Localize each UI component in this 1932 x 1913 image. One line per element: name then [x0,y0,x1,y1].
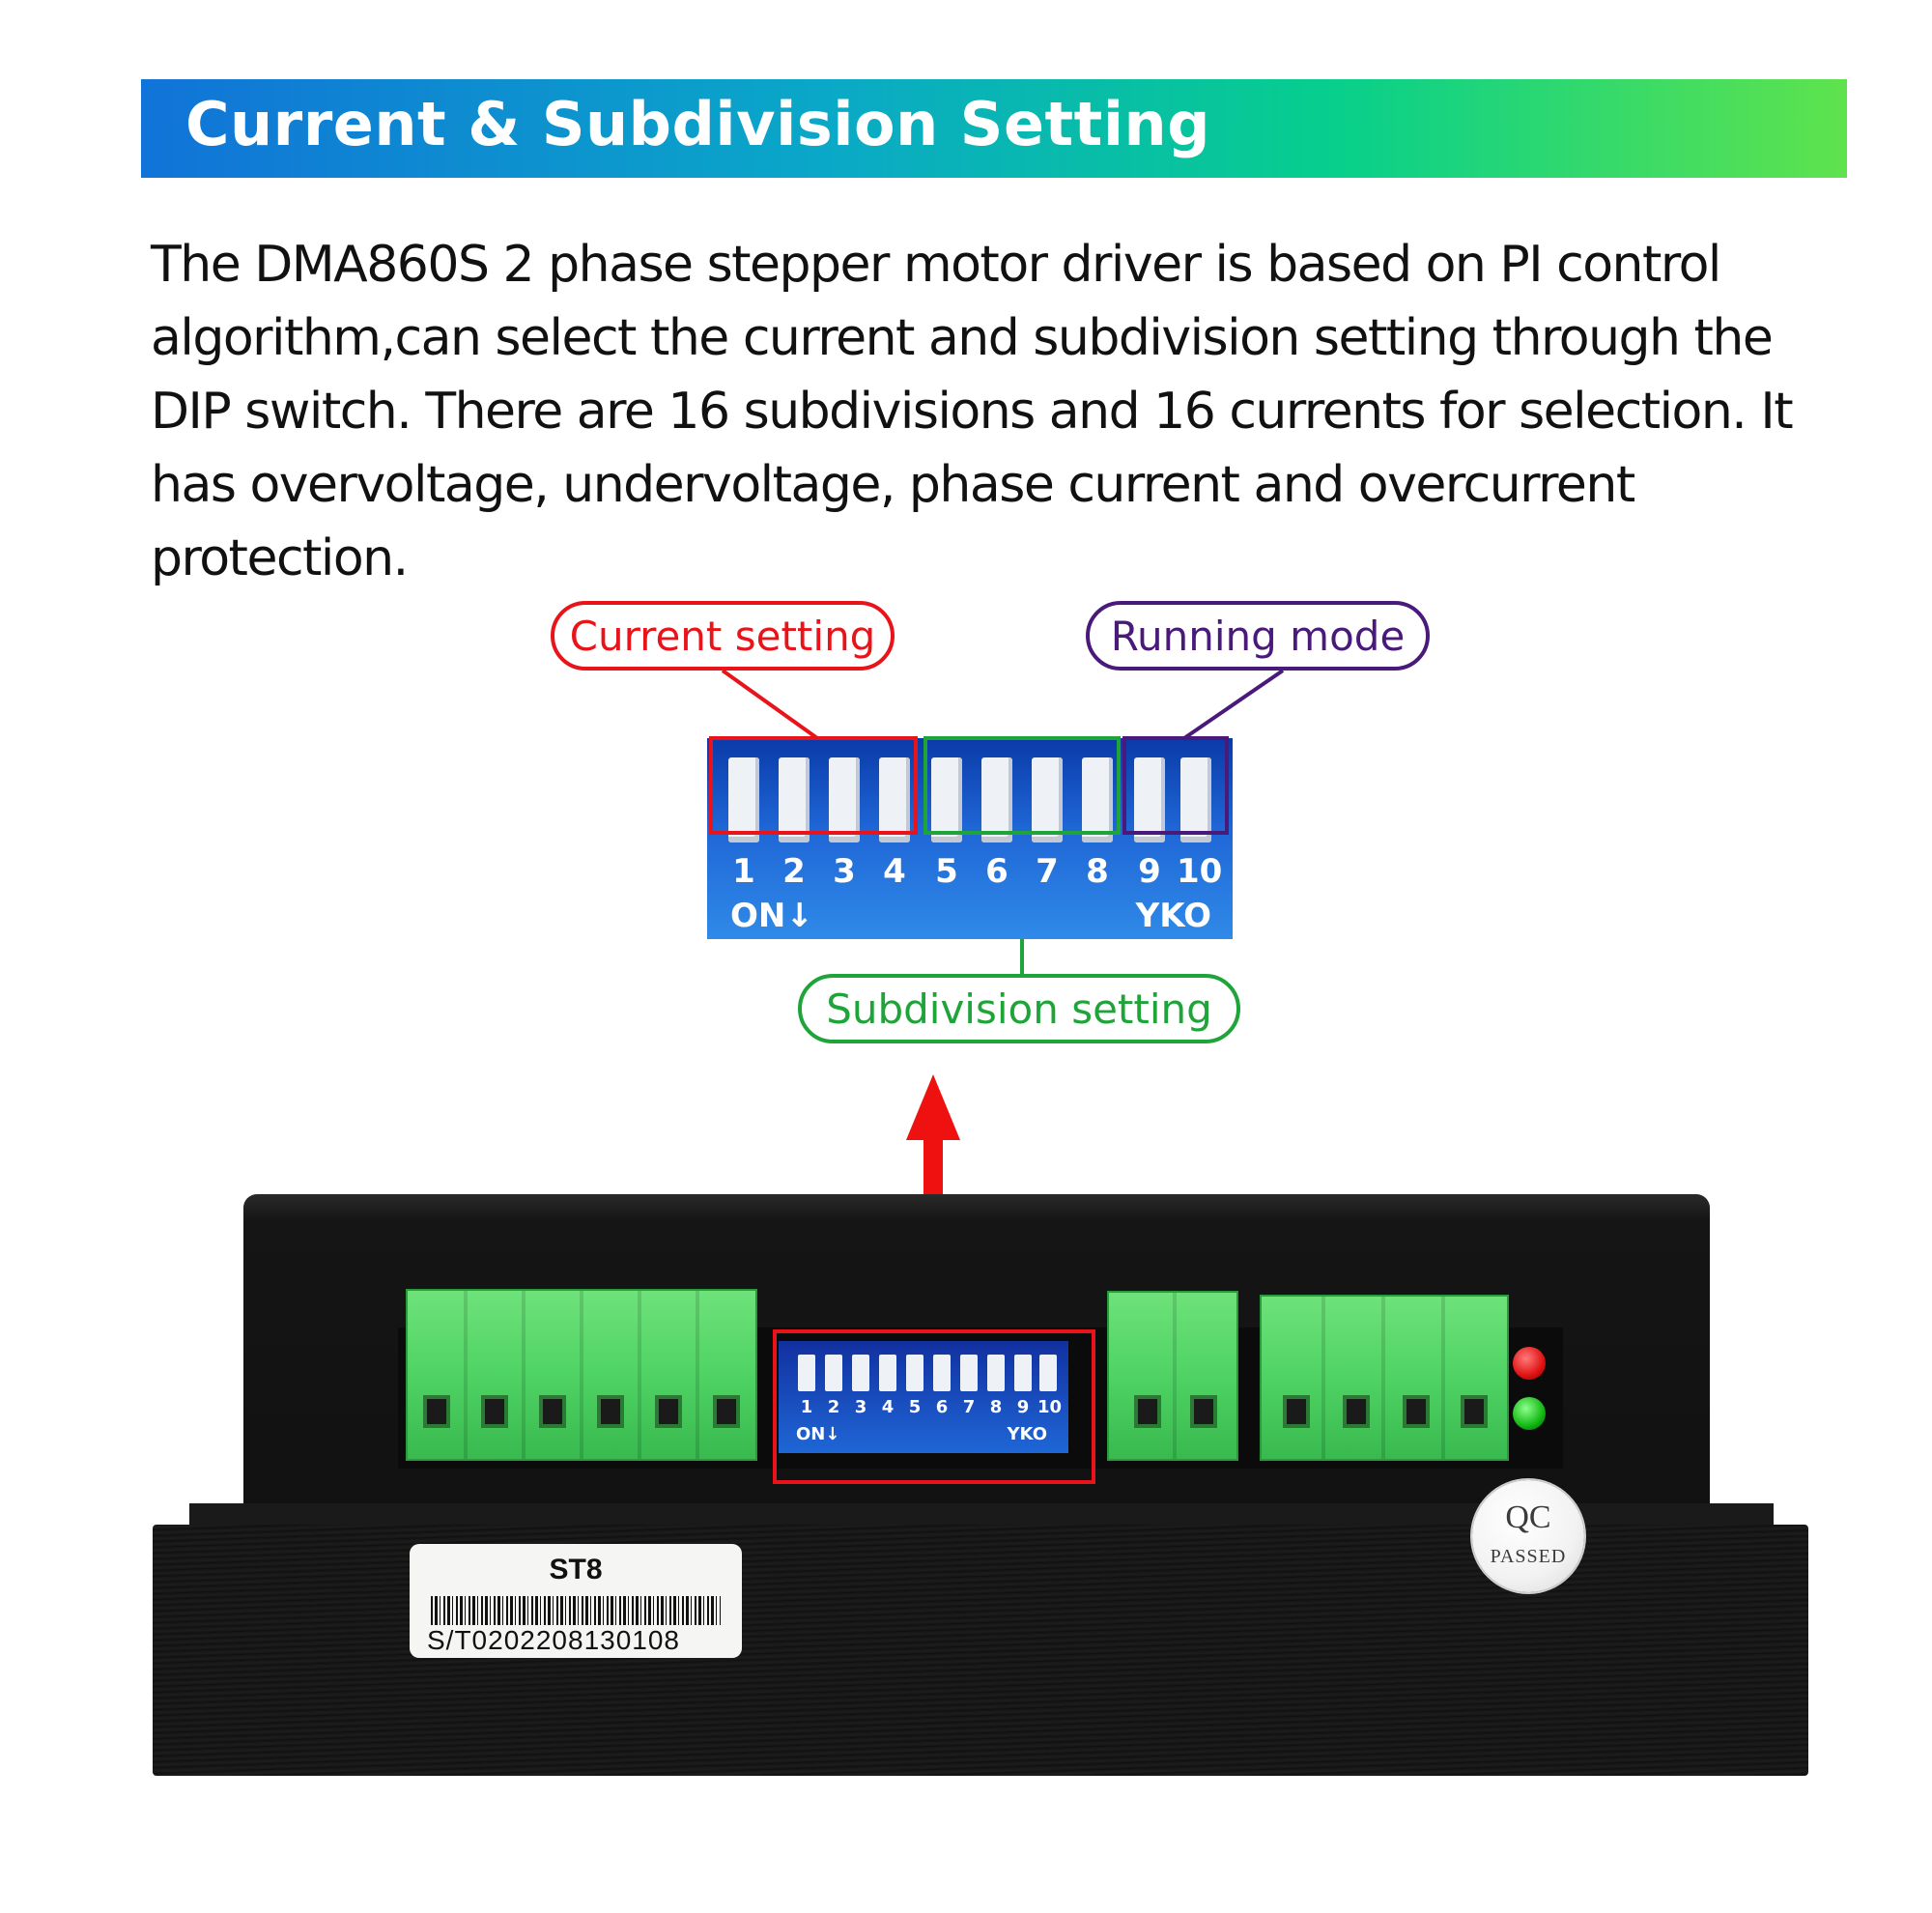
terminal-screw [1190,1395,1217,1428]
dip-brand-label: YKO [1135,897,1211,935]
serial-number: S/T0202208130108 [427,1625,680,1655]
dip-number: 9 [1138,852,1161,891]
dip-number: 2 [782,852,806,891]
dip-number: 5 [908,1397,922,1417]
alarm-led [1513,1347,1546,1380]
dip-toggle-6[interactable] [981,757,1012,842]
subdivision-setting-callout: Subdivision setting [798,974,1240,1043]
dip-number: 4 [883,852,906,891]
dip-number: 10 [1177,852,1223,891]
dip-number: 6 [935,1397,949,1417]
dip-switch-on-driver: 1 2 3 4 5 6 7 8 9 10 ON↓ YKO [779,1341,1068,1453]
intro-line: DIP switch. There are 16 subdivisions an… [151,383,1794,441]
dip-toggle-2[interactable] [779,757,810,842]
running-connector-line [1182,669,1285,740]
page-title: Current & Subdivision Setting [185,89,1211,159]
motor-terminal-block [1260,1295,1509,1461]
running-mode-callout: Running mode [1086,601,1430,671]
dip-toggle[interactable] [1039,1355,1057,1391]
dip-toggle[interactable] [960,1355,978,1391]
terminal-screw [713,1395,740,1428]
dip-number: 5 [935,852,958,891]
dip-toggle[interactable] [933,1355,951,1391]
dip-on-label: ON↓ [730,897,813,935]
dip-number: 7 [962,1397,976,1417]
intro-line: algorithm,can select the current and sub… [151,309,1774,367]
dip-toggle-8[interactable] [1082,757,1113,842]
terminal-screw [539,1395,566,1428]
dip-number: 8 [1086,852,1109,891]
dip-toggle[interactable] [879,1355,896,1391]
dip-toggle-1[interactable] [728,757,759,842]
dip-number: 9 [1016,1397,1030,1417]
dip-number: 7 [1036,852,1059,891]
intro-line: The DMA860S 2 phase stepper motor driver… [151,236,1721,294]
power-terminal-block [1107,1291,1238,1461]
intro-paragraph: The DMA860S 2 phase stepper motor driver… [151,228,1851,595]
dip-number: 3 [854,1397,867,1417]
terminal-screw [1283,1395,1310,1428]
current-setting-callout: Current setting [551,601,895,671]
arrow-head [906,1074,960,1140]
dip-highlight-box [773,1329,1095,1484]
terminal-screw [1343,1395,1370,1428]
dip-toggle[interactable] [906,1355,923,1391]
intro-line: has overvoltage, undervoltage, phase cur… [151,456,1635,587]
dip-brand-label: YKO [1007,1424,1047,1444]
power-led [1513,1397,1546,1430]
dip-toggle-3[interactable] [829,757,860,842]
dip-toggle[interactable] [852,1355,869,1391]
dip-toggle[interactable] [798,1355,815,1391]
dip-number: 3 [833,852,856,891]
dip-toggle-4[interactable] [879,757,910,842]
control-terminal-block [406,1289,757,1461]
dip-number: 1 [732,852,755,891]
dip-toggle[interactable] [987,1355,1005,1391]
terminal-screw [1461,1395,1488,1428]
dip-number: 4 [881,1397,895,1417]
dip-on-label: ON↓ [796,1424,840,1444]
dip-toggle[interactable] [1014,1355,1032,1391]
dip-number: 6 [985,852,1009,891]
dip-toggle-5[interactable] [931,757,962,842]
terminal-screw [1134,1395,1161,1428]
terminal-screw [597,1395,624,1428]
product-label: ST8 S/T0202208130108 [410,1544,742,1658]
title-banner: Current & Subdivision Setting [141,79,1847,178]
dip-number: 10 [1037,1397,1063,1417]
dip-number: 2 [827,1397,840,1417]
terminal-screw [1403,1395,1430,1428]
dip-toggle-10[interactable] [1180,757,1211,842]
dip-switch-closeup: 1 2 3 4 5 6 7 8 9 10 ON↓ YKO [707,738,1233,939]
model-label: ST8 [549,1554,603,1585]
barcode [431,1596,721,1625]
terminal-screw [655,1395,682,1428]
terminal-screw [481,1395,508,1428]
terminal-screw [423,1395,450,1428]
dip-number: 8 [989,1397,1003,1417]
dip-toggle[interactable] [825,1355,842,1391]
dip-toggle-7[interactable] [1032,757,1063,842]
qc-passed-sticker: QC PASSED [1472,1480,1584,1592]
qc-label: QC [1505,1499,1551,1535]
dip-toggle-9[interactable] [1134,757,1165,842]
dip-number: 1 [800,1397,813,1417]
passed-label: PASSED [1490,1546,1567,1567]
current-connector-line [721,669,819,740]
